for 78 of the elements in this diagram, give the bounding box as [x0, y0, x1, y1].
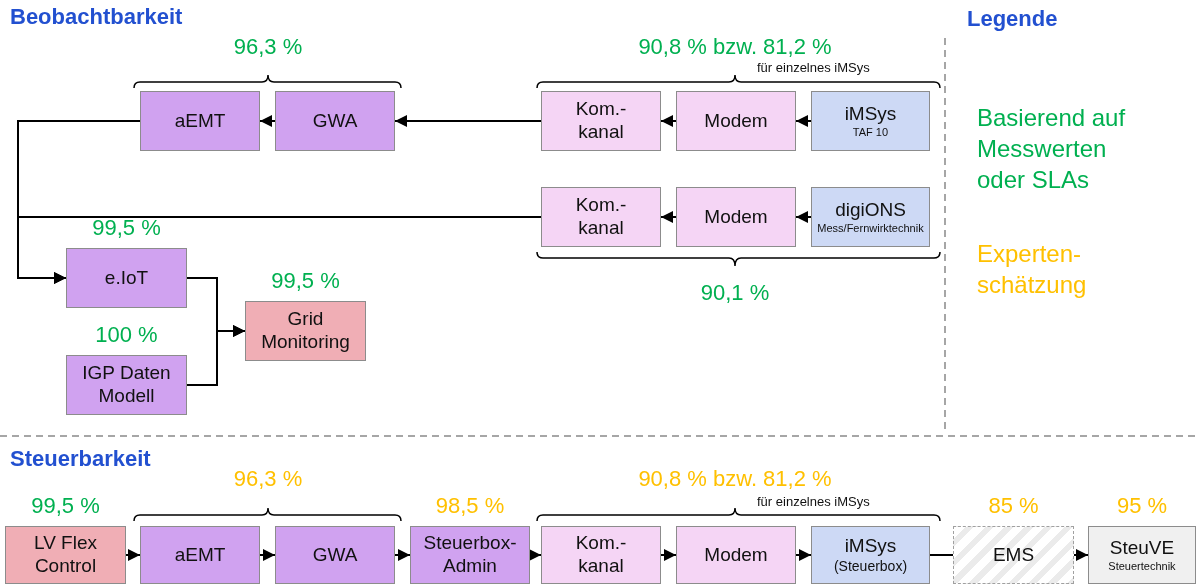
box-sublabel: (Steuerbox) [833, 558, 908, 575]
arrow [186, 325, 246, 386]
box-sublabel: Mess/Fernwirktechnik [817, 221, 924, 235]
arrow [1073, 549, 1089, 561]
process-box [1088, 526, 1196, 584]
arrow [660, 211, 677, 223]
process-box [811, 187, 930, 247]
process-box [410, 526, 530, 584]
process-box [5, 526, 126, 584]
box-label: IGP Daten Modell [81, 362, 172, 408]
percentage-label: 98,5 % [435, 493, 505, 519]
box-label: GWA [312, 109, 358, 133]
note-text: für einzelnes iMSys [757, 60, 870, 75]
process-box [275, 526, 395, 584]
box-label: Modem [704, 109, 768, 133]
process-box [953, 526, 1074, 584]
box-label: iMSys [844, 535, 897, 558]
arrow [259, 549, 276, 561]
box-label: Kom.- kanal [574, 532, 628, 578]
legend-entry: Experten- schätzung [977, 239, 1088, 301]
percentage-label: 96,3 % [233, 466, 303, 492]
arrow [17, 216, 542, 284]
process-box [676, 91, 796, 151]
arrow [394, 115, 542, 127]
arrow [529, 549, 542, 561]
percentage-label: 96,3 % [233, 34, 303, 60]
percentage-label: 90,8 % bzw. 81,2 % [638, 466, 832, 492]
percentage-label: 90,1 % [700, 280, 770, 306]
arrow [125, 549, 141, 561]
process-box [541, 187, 661, 247]
box-label: Modem [704, 205, 768, 229]
percentage-label: 100 % [95, 322, 158, 348]
box-label: iMSys [844, 103, 897, 126]
section-heading: Beobachtbarkeit [10, 4, 183, 30]
note-text: für einzelnes iMSys [757, 494, 870, 509]
process-box [140, 91, 260, 151]
box-label: EMS [992, 543, 1035, 567]
legend-heading: Legende [967, 6, 1058, 32]
percentage-label: 90,8 % bzw. 81,2 % [638, 34, 832, 60]
arrow [795, 211, 812, 223]
arrow [259, 115, 276, 127]
process-box [811, 526, 930, 584]
process-box [140, 526, 260, 584]
box-label: Modem [704, 543, 768, 567]
box-label: e.IoT [104, 266, 149, 290]
box-label: Kom.- kanal [574, 194, 628, 240]
box-label: Steuerbox- Admin [422, 532, 518, 578]
process-box [66, 248, 187, 308]
percentage-label: 99,5 % [31, 493, 100, 519]
arrow [660, 549, 677, 561]
process-box [245, 301, 366, 361]
process-box [676, 526, 796, 584]
process-box [541, 91, 661, 151]
process-box [811, 91, 930, 151]
percentage-label: 95 % [1116, 493, 1168, 519]
box-sublabel: TAF 10 [852, 125, 889, 139]
process-box [541, 526, 661, 584]
process-box [275, 91, 395, 151]
box-label: Kom.- kanal [574, 98, 628, 144]
box-label: digiONS [835, 199, 906, 222]
arrow [660, 115, 677, 127]
percentage-label: 85 % [988, 493, 1039, 519]
arrow [394, 549, 411, 561]
percentage-label: 99,5 % [271, 268, 340, 294]
box-label: aEMT [174, 109, 226, 133]
process-box [676, 187, 796, 247]
process-box [66, 355, 187, 415]
arrow [795, 115, 812, 127]
percentage-label: 99,5 % [92, 215, 161, 241]
box-label: LV Flex Control [33, 532, 98, 578]
box-label: Grid Monitoring [260, 308, 351, 354]
section-heading: Steuerbarkeit [10, 446, 151, 472]
box-label: SteuVE [1109, 537, 1175, 560]
box-label: aEMT [174, 543, 226, 567]
arrow [795, 549, 812, 561]
box-label: GWA [312, 543, 358, 567]
legend-entry: Basierend auf Messwerten oder SLAs [977, 103, 1127, 196]
box-sublabel: Steuertechnik [1108, 559, 1176, 573]
